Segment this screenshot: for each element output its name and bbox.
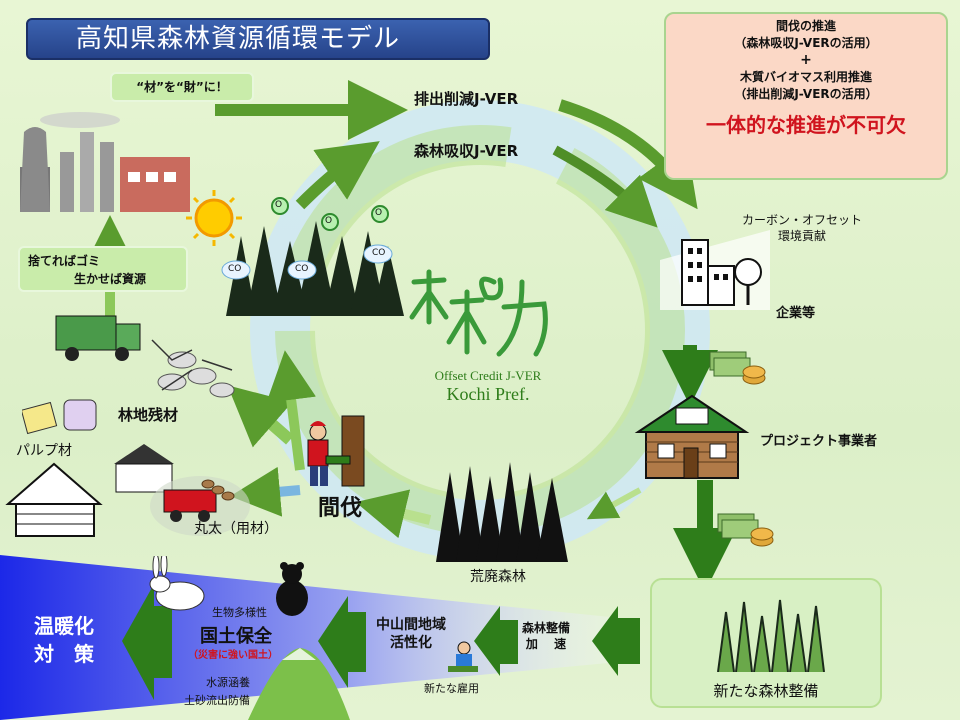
forest-accel-line1: 森林整備 bbox=[522, 621, 571, 635]
note-gomi-line1: 捨てればゴミ bbox=[28, 254, 101, 268]
info-line-emission: （排出削減J-VERの活用） bbox=[734, 87, 878, 101]
warming-label: 温暖化 対 策 bbox=[34, 612, 94, 668]
warming-line1: 温暖化 bbox=[34, 614, 94, 638]
abandoned-forest-label: 荒廃森林 bbox=[470, 569, 526, 585]
sediment-label: 土砂流出防備 bbox=[184, 694, 250, 707]
factory-icon bbox=[20, 112, 190, 212]
new-jobs-label: 新たな雇用 bbox=[424, 682, 479, 695]
note-zai: “材”を“財”に！ bbox=[110, 72, 254, 102]
biodiversity-label: 生物多様性 bbox=[212, 606, 267, 619]
water-label: 水源涵養 bbox=[206, 676, 250, 689]
residue-truck-icon bbox=[55, 315, 235, 398]
money-icon bbox=[709, 351, 766, 385]
disaster-label: （災害に強い国土） bbox=[188, 650, 278, 661]
info-box: 間伐の推進 （森林吸収J-VERの活用） + 木質バイオマス利用推進 （排出削減… bbox=[664, 12, 948, 180]
page-title: 高知県森林資源循環モデル bbox=[26, 18, 490, 60]
info-plus: + bbox=[800, 52, 812, 68]
project-house-icon bbox=[634, 394, 750, 479]
worker-icon bbox=[448, 641, 478, 672]
abandoned-forest-icon bbox=[436, 462, 568, 562]
note-gomi-line2: 生かせば資源 bbox=[74, 272, 147, 286]
chusankan-line2: 活性化 bbox=[390, 635, 432, 651]
o2-label-2: O bbox=[325, 216, 333, 226]
co2-label-3: CO bbox=[372, 248, 386, 258]
logs-label: 丸太（用材） bbox=[194, 521, 278, 537]
thinning-label: 間伐 bbox=[318, 496, 363, 521]
forest-absorb-icon bbox=[221, 197, 404, 316]
note-gomi: 捨てればゴミ 生かせば資源 bbox=[18, 246, 188, 292]
forest-accel-line2: 加 速 bbox=[525, 637, 567, 651]
logo-line1: Offset Credit J-VER bbox=[434, 368, 542, 383]
pulp-paper-icon bbox=[22, 399, 97, 435]
sun-icon bbox=[186, 190, 242, 246]
pulp-label: パルプ材 bbox=[16, 443, 72, 459]
carbon-offset-label: カーボン・オフセット 環境貢献 bbox=[742, 212, 862, 244]
land-conservation-label: 国土保全 bbox=[200, 626, 272, 647]
project-label: プロジェクト事業者 bbox=[760, 434, 878, 449]
o2-label-1: O bbox=[275, 200, 283, 210]
carbon-offset-line1: カーボン・オフセット bbox=[742, 213, 863, 227]
warming-line2: 対 策 bbox=[34, 642, 94, 666]
young-forest-icon bbox=[717, 599, 825, 672]
chusankan-line1: 中山間地域 bbox=[376, 617, 446, 633]
logo-line2: Kochi Pref. bbox=[446, 384, 530, 404]
money-icon-2 bbox=[717, 513, 774, 547]
info-line-absorb: （森林吸収J-VERの活用） bbox=[734, 36, 878, 50]
carbon-offset-line2: 環境貢献 bbox=[778, 229, 827, 243]
rabbit-icon bbox=[149, 556, 205, 611]
co2-label-2: CO bbox=[295, 264, 309, 274]
companies-label: 企業等 bbox=[776, 306, 816, 321]
forest-residue-label: 林地残材 bbox=[118, 406, 179, 424]
o2-label-3: O bbox=[375, 208, 383, 218]
chusankan-label: 中山間地域 活性化 bbox=[376, 616, 446, 652]
absorb-jver-label: 森林吸収J-VER bbox=[414, 142, 519, 160]
info-emphasis: 一体的な推進が不可欠 bbox=[706, 113, 906, 137]
bear-icon bbox=[276, 562, 308, 616]
info-line-biomass: 木質バイオマス利用推進 bbox=[739, 70, 872, 84]
new-forest-label: 新たな森林整備 bbox=[713, 682, 819, 700]
co2-label-1: CO bbox=[228, 264, 242, 274]
mori-no-chikara-logo bbox=[409, 269, 548, 357]
info-line-thinning: 間伐の推進 bbox=[775, 19, 836, 33]
forest-accel-label: 森林整備 加 速 bbox=[522, 620, 570, 652]
houses-icon bbox=[5, 444, 250, 537]
thinning-worker-icon bbox=[307, 415, 365, 487]
company-building-icon bbox=[660, 230, 770, 310]
emission-jver-label: 排出削減J-VER bbox=[414, 90, 519, 108]
